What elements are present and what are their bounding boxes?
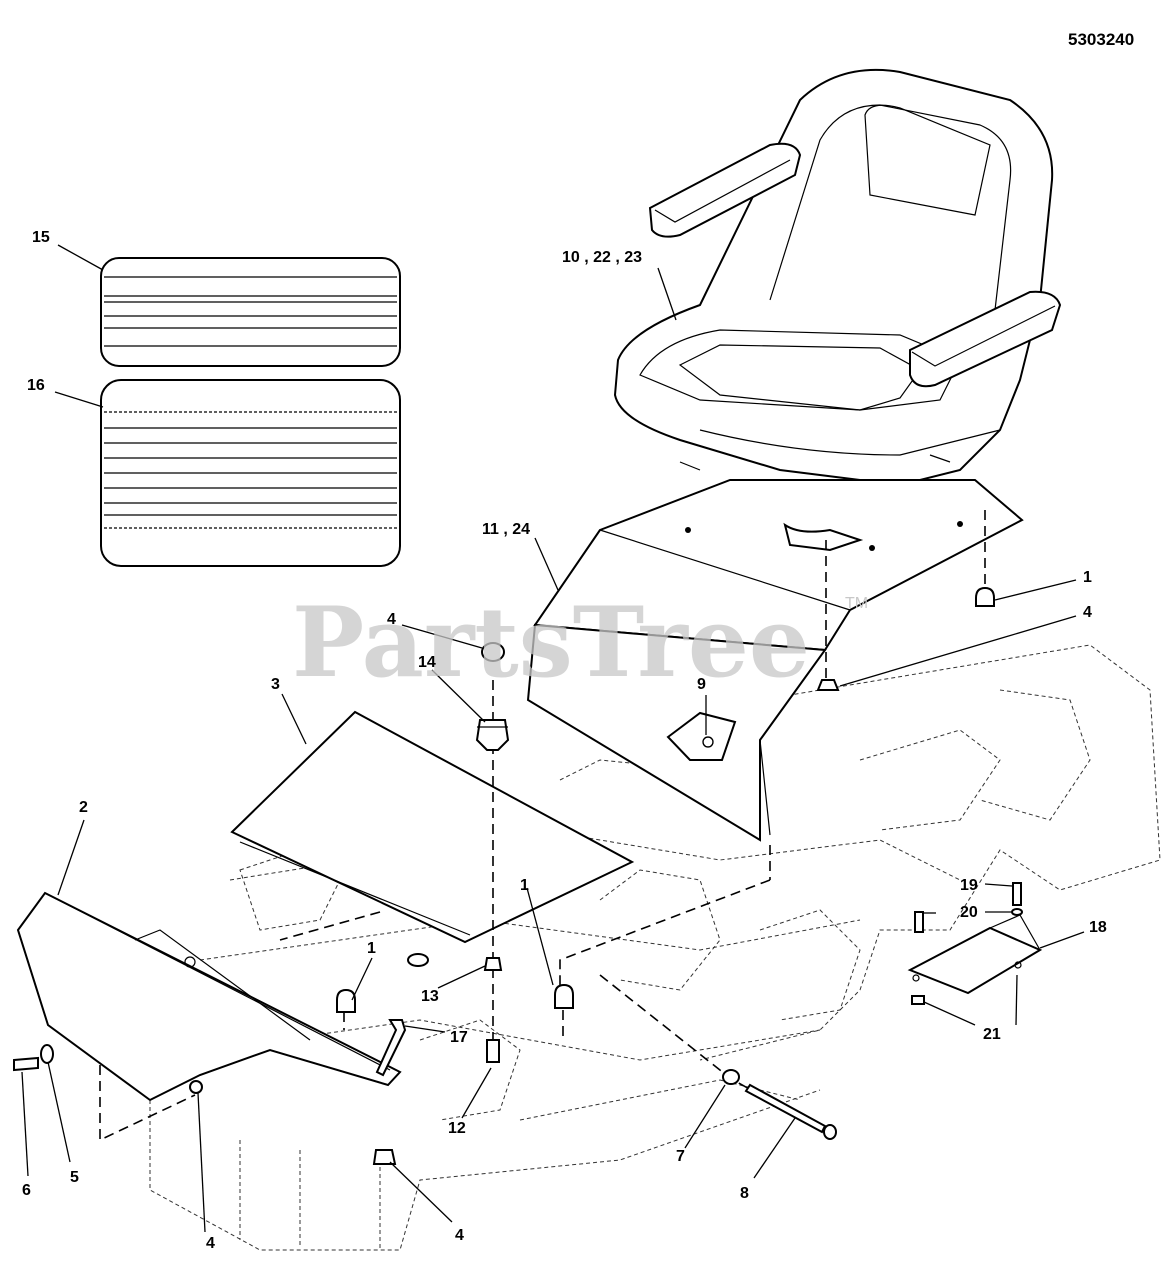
seat-pan-11-24 xyxy=(526,479,1024,842)
callout-1-left: 1 xyxy=(520,877,529,894)
callout-1-right: 1 xyxy=(1083,569,1092,586)
callout-18: 18 xyxy=(1089,919,1107,936)
callout-15: 15 xyxy=(32,229,50,246)
callout-20: 20 xyxy=(960,904,978,921)
decal-16 xyxy=(100,379,401,567)
decal-15 xyxy=(100,257,401,367)
seat-plate-3 xyxy=(230,710,635,944)
callout-9: 9 xyxy=(697,676,706,693)
callout-1-mid: 1 xyxy=(367,940,376,957)
callout-10-22-23: 10 , 22 , 23 xyxy=(562,249,642,266)
callout-13: 13 xyxy=(421,988,439,1005)
watermark-trademark: TM xyxy=(845,595,868,612)
callout-19: 19 xyxy=(960,877,978,894)
callout-14: 14 xyxy=(418,654,436,671)
callout-8: 8 xyxy=(740,1185,749,1202)
hardware xyxy=(13,586,995,1165)
partstree-watermark: PartsTree TM xyxy=(292,586,868,699)
callouts: 15 16 10 , 22 , 23 11 , 24 1 4 4 14 3 9 … xyxy=(22,229,1107,1252)
document-number: 5303240 xyxy=(1068,30,1134,49)
callout-4-bottom-left: 4 xyxy=(206,1235,215,1252)
seat xyxy=(613,68,1062,487)
callout-3: 3 xyxy=(271,676,280,693)
leader-lines xyxy=(21,244,1085,1233)
callout-11-24: 11 , 24 xyxy=(482,521,530,538)
watermark-text: PartsTree xyxy=(292,586,810,699)
callout-7: 7 xyxy=(676,1148,685,1165)
callout-6: 6 xyxy=(22,1182,31,1199)
callout-5: 5 xyxy=(70,1169,79,1186)
callout-12: 12 xyxy=(448,1120,466,1137)
callout-4-right: 4 xyxy=(1083,604,1092,621)
callout-16: 16 xyxy=(27,377,45,394)
callout-2: 2 xyxy=(79,799,88,816)
front-panel-2 xyxy=(16,891,402,1102)
bracket-18 xyxy=(907,882,1043,1005)
callout-17: 17 xyxy=(450,1029,468,1046)
callout-4-bottom-mid: 4 xyxy=(455,1227,464,1244)
callout-21: 21 xyxy=(983,1026,1001,1043)
callout-4-cap: 4 xyxy=(387,611,396,628)
